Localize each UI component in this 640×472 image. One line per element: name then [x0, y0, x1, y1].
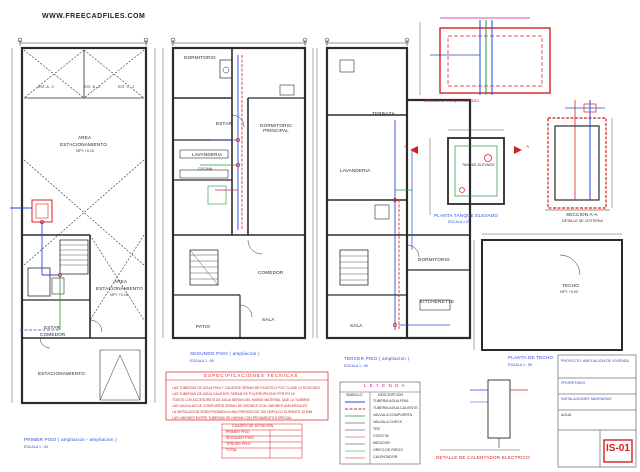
- titleblock-plan-name: AGUA: [561, 413, 572, 417]
- room-label: TERRAZA: [372, 111, 395, 116]
- room-label: EST. B - 2: [84, 85, 101, 89]
- plan-title: TERCER PISO ( ampliacion ): [344, 356, 410, 361]
- room-label: COMEDOR: [40, 332, 66, 337]
- titleblock-specialty: INSTALACIONES SANITARIAS: [561, 397, 612, 401]
- room-label: ESTACIONAMIENTO: [60, 142, 107, 147]
- legend-item: TUBERIA AGUA CALIENTE: [373, 406, 418, 410]
- room-label: AREA: [78, 135, 92, 140]
- tank-elevation: [419, 17, 551, 95]
- plan-title: PLANTA DE TECHO: [508, 355, 554, 360]
- plan-primer-piso: [10, 37, 156, 405]
- site-watermark: WWW.FREECADFILES.COM: [42, 13, 146, 20]
- supply-row: PRIMER PISO: [226, 430, 250, 434]
- room-label: SALA: [262, 317, 275, 322]
- detail-title: SECCION A-A: [566, 212, 598, 217]
- detail-title: DETALLE DE CALENTADOR ELECTRICO: [436, 455, 530, 460]
- room-label: ESTACIONAMIENTO: [38, 371, 85, 376]
- titleblock-sheet: IS-01: [606, 443, 630, 454]
- room-label: LAVANDERIA: [192, 152, 223, 157]
- plan-title: PRIMER PISO ( ampliacion - ampliacion ): [24, 437, 117, 442]
- section-mark: A: [404, 144, 408, 149]
- room-label: PATIO: [196, 324, 211, 329]
- room-label: DORMITORIO: [418, 257, 450, 262]
- plan-tercer-piso: [316, 37, 472, 340]
- room-label: ESTAR: [44, 325, 60, 330]
- room-label: ESTACIONAMIENTO: [96, 286, 143, 291]
- title-block-frame: [557, 354, 637, 468]
- specs-list: LAS TUBERIAS DE AGUA FRIA Y CALIENTE SER…: [166, 382, 328, 420]
- room-label: NPT: +0.15: [76, 149, 94, 153]
- legend-item: TUBERIA AGUA FRIA: [373, 399, 409, 403]
- section-mark: A: [526, 144, 530, 149]
- specs-title: ESPECIFICACIONES TECNICAS: [204, 373, 299, 378]
- room-label: TECHO: [562, 283, 580, 288]
- detail-title: DETALLE DE TANQUE ELEVADO: [424, 99, 480, 103]
- room-label: EST. A - 2: [38, 85, 54, 89]
- plan-scale: ESCALA 1 : 50: [344, 364, 368, 368]
- plan-techo: [473, 233, 623, 351]
- room-label: KITCHENETTE: [420, 299, 455, 304]
- plan-title: SEGUNDO PISO ( ampliacion ): [190, 351, 260, 356]
- room-label: COCINA: [198, 167, 212, 171]
- legend-item: CALENTADOR: [373, 455, 398, 459]
- room-label: COMEDOR: [258, 270, 284, 275]
- spec-line: LAS UNIONES ENTRE TUBERIAS SE HARAN CON …: [172, 416, 292, 421]
- titleblock-project: PROYECTO: AMPLIACION DE VIVIENDA: [561, 359, 629, 363]
- detail-subtitle: DETALLE DE CISTERNA: [562, 219, 603, 223]
- supply-row: SEGUNDO PISO: [226, 436, 254, 440]
- supply-row: TOTAL: [226, 448, 238, 452]
- plan-segundo-piso: [162, 37, 314, 340]
- room-label: NPT: +9.00: [560, 290, 578, 294]
- plan-scale: ESCALA 1 : 50: [190, 359, 214, 363]
- detail-title: PLANTA TANQUE ELEVADO: [434, 213, 499, 218]
- spec-line: LAS TUBERIAS DE AGUA CALIENTE SERAN DE P…: [172, 392, 295, 397]
- room-label: AREA: [114, 279, 128, 284]
- plan-scale: ESCALA 1 : 50: [508, 363, 532, 367]
- room-label: NPT: +0.15: [110, 293, 128, 297]
- room-label: SALA: [350, 323, 363, 328]
- legend-item: VALVULA CHECK: [373, 420, 403, 424]
- spec-line: LA INSTALACION SERA PROBADA A UNA PRESIO…: [172, 410, 313, 415]
- legend-item: MEDIDOR: [373, 441, 390, 445]
- tank-label: TANQUE ELEVADO: [462, 163, 495, 167]
- legend-item: CODO 90: [373, 434, 389, 438]
- titleblock-owner: PROPIETARIO: [561, 381, 586, 385]
- specs-box: [165, 371, 329, 421]
- room-label: EST. C - 2: [118, 85, 135, 89]
- spec-line: LAS TUBERIAS DE AGUA FRIA Y CALIENTE SER…: [172, 386, 320, 391]
- room-label: LAVANDERIA: [340, 168, 371, 173]
- detail-scale: ESCALA 1:20: [448, 220, 470, 224]
- supply-row: TERCER PISO: [226, 442, 251, 446]
- tank-plan: [410, 129, 522, 215]
- section-aa: [545, 100, 613, 211]
- room-label: ESTAR: [216, 121, 232, 126]
- legend-title: L E Y E N D A: [364, 383, 406, 388]
- legend-col-desc: DESCRIPCION: [378, 393, 403, 397]
- legend-item: TEE: [373, 427, 380, 431]
- legend-col-symbol: SIMBOLO: [346, 393, 363, 397]
- supply-title: CUADRO DE DOTACION: [232, 424, 274, 428]
- spec-line: LAS VALVULAS DE COMPUERTA SERAN DE BRONC…: [172, 404, 308, 409]
- plan-scale: ESCALA 1 : 50: [24, 445, 48, 449]
- spec-line: TODOS LOS ACCESORIOS DE AGUA SERAN DEL M…: [172, 398, 310, 403]
- supply-table: [221, 423, 303, 459]
- heater-detail: [440, 379, 528, 451]
- room-label: DORMITORIO: [184, 55, 216, 60]
- legend-box: [339, 381, 421, 465]
- room-label: DORMITORIO PRINCIPAL: [260, 123, 292, 133]
- legend-item: GRIFO DE RIEGO: [373, 448, 403, 452]
- legend-item: VALVULA COMPUERTA: [373, 413, 413, 417]
